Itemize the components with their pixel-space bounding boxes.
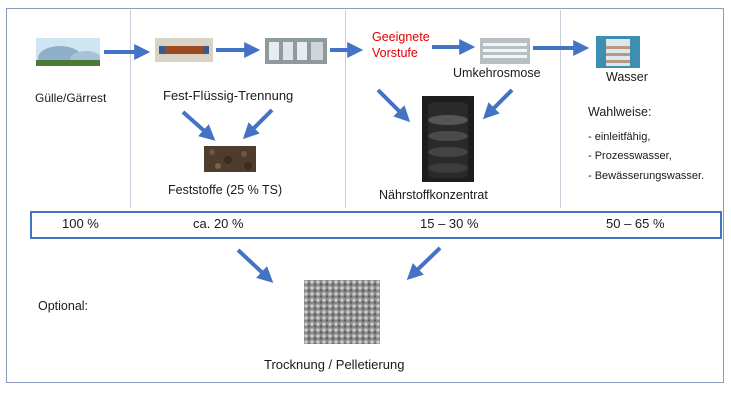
percentage-box [30, 211, 722, 239]
water-option-item: - Prozesswasser, [588, 150, 672, 162]
ro-unit-image [480, 38, 530, 64]
column-divider [560, 10, 561, 208]
water-options-heading: Wahlweise: [588, 105, 652, 119]
arrow [181, 110, 216, 141]
arrow [482, 88, 514, 120]
water-option-item: - einleitfähig, [588, 131, 651, 143]
diagram-frame [6, 8, 724, 383]
column-divider [130, 10, 131, 208]
pellets-image [304, 280, 380, 344]
input-label: Gülle/Gärrest [35, 91, 107, 105]
water-glass-image [596, 36, 640, 68]
filtration-unit-image [265, 38, 327, 64]
arrow [406, 246, 442, 280]
pre-stage-label-line2: Vorstufe [372, 46, 418, 60]
solids-label: Feststoffe (25 % TS) [168, 183, 283, 197]
percentage-input: 100 % [62, 216, 99, 231]
pre-stage-label-line1: Geeignete [372, 30, 430, 44]
water-label: Wasser [606, 70, 648, 84]
screw-press-image [155, 38, 213, 62]
water-option-item: - Bewässerungswasser. [588, 170, 705, 182]
separation-label: Fest-Flüssig-Trennung [163, 88, 294, 103]
arrow [242, 108, 274, 140]
solids-image [204, 146, 256, 172]
percentage-solids: ca. 20 % [193, 216, 244, 231]
arrow [376, 88, 411, 123]
reverse-osmosis-label: Umkehrosmose [453, 66, 541, 80]
biogas-plant-image [36, 38, 100, 66]
column-divider [345, 10, 346, 208]
drying-label: Trocknung / Pelletierung [264, 357, 405, 372]
optional-label: Optional: [38, 299, 89, 313]
percentage-water: 50 – 65 % [606, 216, 665, 231]
concentrate-jar-image [422, 96, 474, 182]
arrow [236, 248, 274, 283]
concentrate-label: Nährstoffkonzentrat [379, 188, 488, 202]
percentage-concentrate: 15 – 30 % [420, 216, 479, 231]
